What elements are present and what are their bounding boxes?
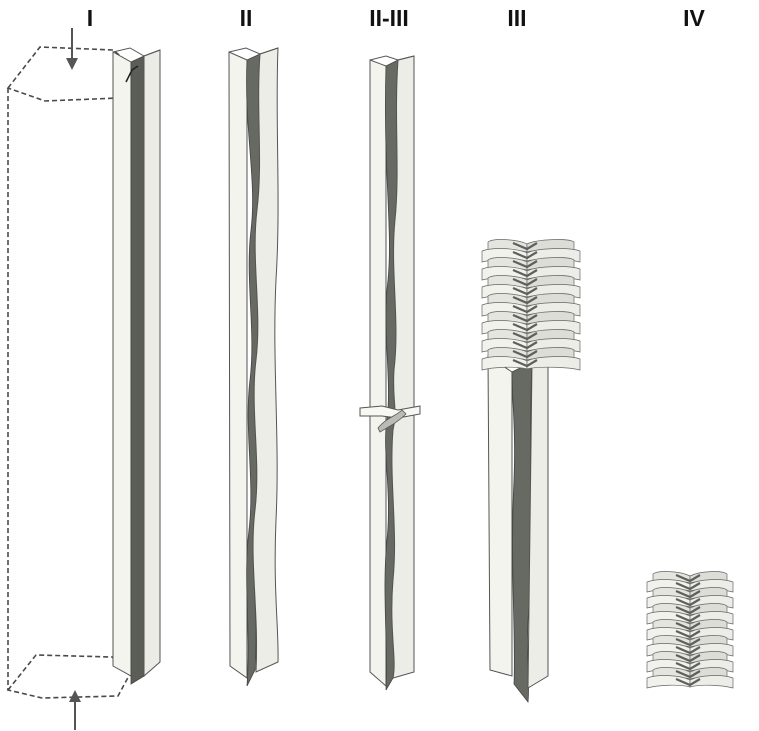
folded-lobes [482,240,580,370]
angle-left-flange [229,52,247,678]
stage-label-iv: IV [683,5,705,31]
crushed-folds [647,572,733,688]
specimen-stage-ii-iii [360,56,420,690]
arrow-up-icon [69,690,81,730]
stage-label-ii-iii: II-III [369,5,409,31]
stage-label-iii: III [507,5,526,31]
angle-right-flange [144,50,160,676]
stage-label-i: I [87,5,93,31]
angle-left-flange [113,52,131,676]
stage-label-ii: II [240,5,253,31]
specimen-stage-i [8,28,160,730]
specimen-stage-ii [229,48,278,686]
specimen-stage-iv [647,572,733,688]
angle-left-flange [370,60,386,686]
angle-dark-flange [131,56,144,684]
specimen-stage-iii [482,240,580,702]
angle-left-flange [488,356,512,676]
fold-lobe-right [527,357,580,370]
angle-right-flange [528,356,548,688]
